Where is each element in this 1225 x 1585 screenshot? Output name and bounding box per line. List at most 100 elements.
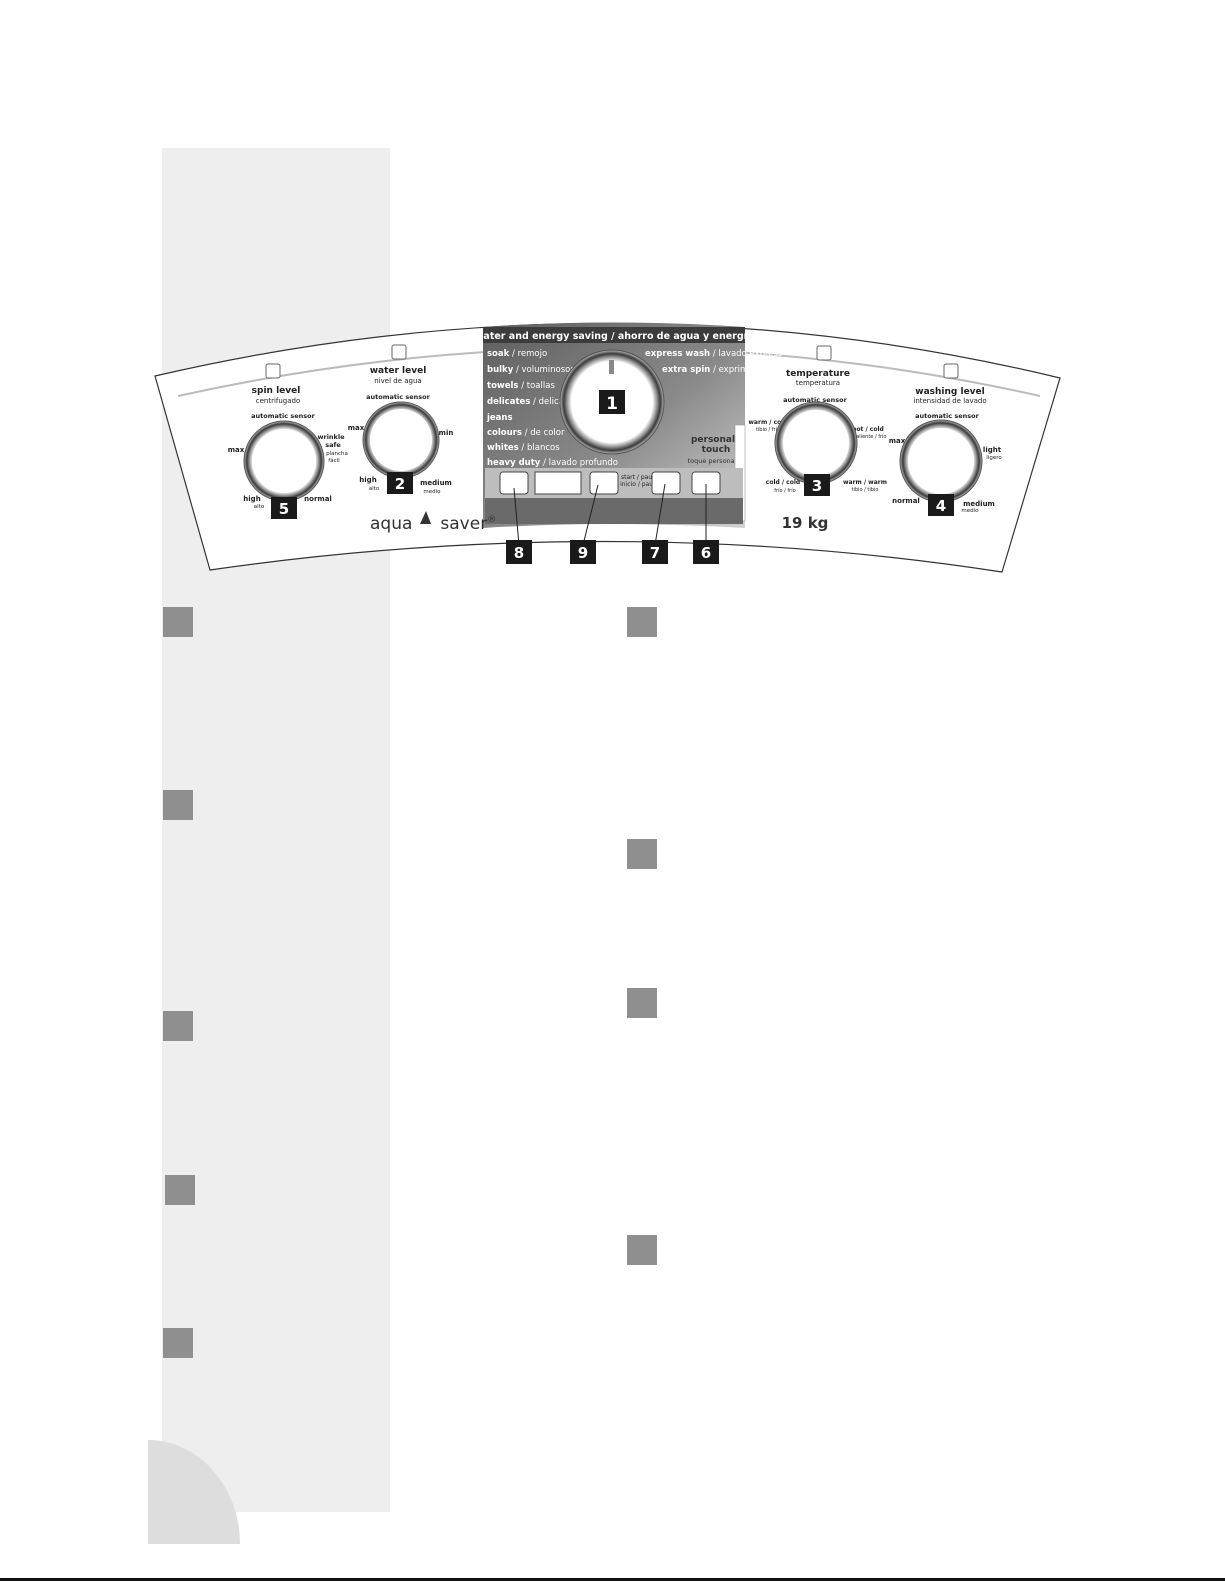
temperature-hot-cold: hot / cold [852, 426, 884, 433]
program-bulky: bulky / voluminosos [487, 365, 575, 375]
washing-level-medium: medium [963, 500, 995, 508]
program-whites: whites / blancos [487, 443, 560, 453]
water-level-medio: medio [423, 489, 441, 495]
program-express-wash: express wash / lavado express [645, 349, 783, 359]
section-marker-left-3 [163, 1011, 193, 1041]
display-window [534, 471, 582, 495]
spin-level-icon [265, 363, 281, 379]
brand-drop-icon [420, 511, 431, 524]
spin-level-number-box [271, 497, 297, 519]
water-level-alto: alto [369, 486, 380, 492]
callout-7: 7 [650, 544, 660, 562]
program-delicates: delicates / delicada [487, 397, 574, 407]
water-level-max: max [348, 424, 365, 432]
temperature-warm-warm: warm / warm [843, 479, 887, 486]
spin-level-number: 5 [279, 500, 289, 518]
spin-level-knob-face [252, 429, 316, 493]
washing-level-light: light [983, 446, 1002, 454]
start-pause-label: start / pause [621, 474, 659, 481]
water-level-auto: automatic sensor [366, 393, 430, 401]
footer-rule [0, 1578, 1225, 1581]
temperature-number: 3 [812, 477, 822, 495]
section-marker-right-4 [627, 1235, 657, 1265]
washing-level-icon [943, 363, 959, 379]
temperature-hot-cold-es: caliente / frío [853, 433, 886, 440]
callout-7-box [642, 540, 668, 564]
water-level-high: high [359, 476, 376, 484]
spin-level-plancha: plancha [326, 451, 348, 457]
spin-level-normal: normal [304, 495, 332, 503]
temperature-number-box [804, 474, 830, 496]
callout-6-box [693, 540, 719, 564]
water-level-medium: medium [420, 479, 452, 487]
program-jeans: jeans [486, 413, 513, 423]
water-level-number: 2 [395, 475, 405, 493]
button-start-pause[interactable] [651, 471, 681, 495]
section-marker-left-5 [163, 1328, 193, 1358]
water-level-icon [391, 344, 407, 360]
program-heavy-duty: heavy duty / lavado profundo [487, 458, 618, 468]
water-level-min: min [439, 429, 454, 437]
capacity-label: 19 kg [782, 514, 829, 532]
section-marker-left-2 [163, 790, 193, 820]
callout-6: 6 [701, 544, 711, 562]
program-towels: towels / toallas [487, 381, 555, 391]
button-alarm[interactable] [589, 471, 619, 495]
spin-level-auto: automatic sensor [251, 412, 315, 420]
temperature-warm-cold: warm / cold [748, 419, 787, 426]
washing-level-medio: medio [961, 508, 979, 514]
start-pause-label-es: inicio / pausa [620, 481, 660, 488]
program-list-left: soak / remojo bulky / voluminosos towels… [486, 349, 618, 468]
program-colours: colours / de color [487, 428, 565, 438]
washing-level-max: max [889, 437, 906, 445]
section-marker-right-3 [627, 988, 657, 1018]
spin-level-safe: safe [325, 441, 341, 449]
water-level-subtitle: nivel de agua [374, 377, 421, 385]
temperature-warm-warm-es: tibio / tibio [852, 487, 879, 493]
temperature-cold-cold: cold / cold [766, 479, 800, 486]
water-level-number-box [387, 472, 413, 494]
callout-9-box [570, 540, 596, 564]
temperature-title: temperature [786, 369, 850, 379]
callout-8: 8 [514, 544, 524, 562]
washing-level-number-box [928, 494, 954, 516]
spin-level-title: spin level [252, 386, 301, 396]
temperature-auto: automatic sensor [783, 396, 847, 404]
program-knob-number-box [599, 390, 625, 414]
program-banner [483, 327, 745, 343]
spin-level-subtitle: centrifugado [256, 397, 301, 405]
washing-level-normal: normal [892, 497, 920, 505]
program-soak: soak / remojo [487, 349, 547, 359]
button-label-strip [485, 498, 743, 524]
program-list-right: express wash / lavado express extra spin… [645, 349, 786, 375]
section-marker-right-1 [627, 607, 657, 637]
personal-touch-line2: touch [702, 445, 731, 455]
callout-9: 9 [578, 544, 588, 562]
personal-touch-line1: personal [691, 435, 735, 445]
button-delay-start[interactable] [499, 471, 529, 495]
temperature-warm-cold-es: tibio / frío [756, 426, 780, 433]
spin-level-high: high [243, 495, 260, 503]
washing-level-subtitle: intensidad de lavado [913, 397, 986, 405]
section-marker-left-4 [165, 1175, 195, 1205]
section-marker-left-1 [163, 607, 193, 637]
washing-level-ligero: ligero [986, 455, 1002, 461]
temperature-knob-face [783, 410, 849, 476]
washing-level-auto: automatic sensor [915, 412, 979, 420]
washing-level-knob-face [908, 428, 974, 494]
water-level-title: water level [370, 366, 427, 376]
program-extra-spin: extra spin / exprimido extra [662, 365, 786, 375]
section-marker-right-2 [627, 839, 657, 869]
callout-leaders [513, 483, 707, 546]
temperature-icon [816, 345, 832, 361]
personal-touch-sub: toque personal [688, 457, 737, 465]
temperature-cold-cold-es: frío / frío [774, 487, 795, 494]
spin-level-max: max [228, 446, 245, 454]
program-banner-text: water and energy saving / ahorro de agua… [475, 331, 754, 342]
spin-level-facil: fácil [328, 457, 340, 464]
callout-8-box [506, 540, 532, 564]
spin-level-alto: alto [254, 504, 265, 510]
washing-level-number: 4 [936, 497, 946, 515]
